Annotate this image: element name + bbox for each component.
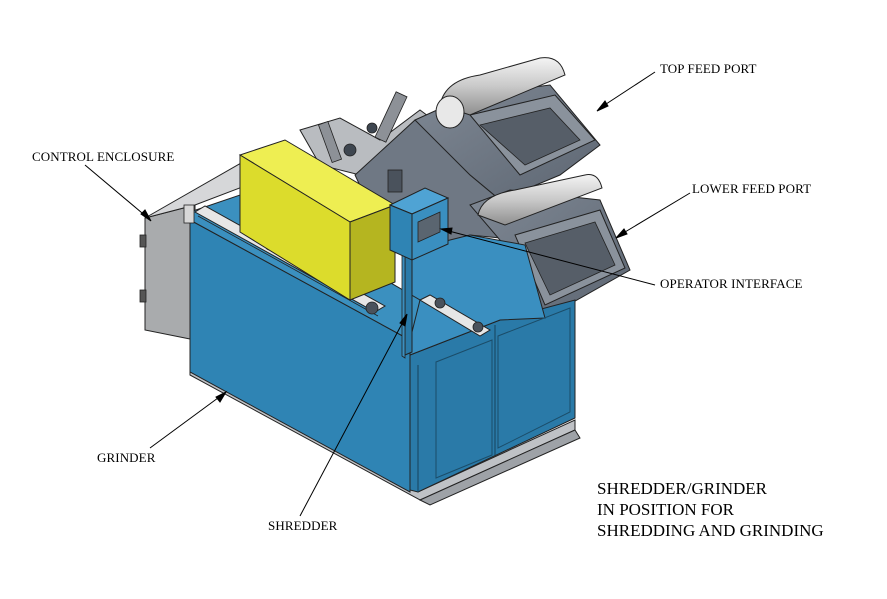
label-operator-interface: OPERATOR INTERFACE — [660, 276, 803, 291]
leader-lines — [84, 71, 691, 517]
caption-line-2: IN POSITION FOR — [597, 500, 734, 519]
operator-interface-panel — [388, 187, 450, 359]
caption-line-3: SHREDDING AND GRINDING — [597, 521, 824, 540]
shredder-enclosure — [238, 139, 397, 301]
label-shredder: SHREDDER — [268, 518, 338, 533]
label-grinder: GRINDER — [97, 450, 156, 465]
side-rail — [418, 294, 491, 337]
label-lower-feed-port: LOWER FEED PORT — [692, 181, 812, 196]
label-control-enclosure: CONTROL ENCLOSURE — [32, 149, 175, 164]
caption-line-1: SHREDDER/GRINDER — [597, 479, 768, 498]
lower-feed-hopper — [469, 174, 631, 319]
label-top-feed-port: TOP FEED PORT — [660, 61, 757, 76]
figure-caption: SHREDDER/GRINDER IN POSITION FOR SHREDDI… — [597, 478, 824, 541]
